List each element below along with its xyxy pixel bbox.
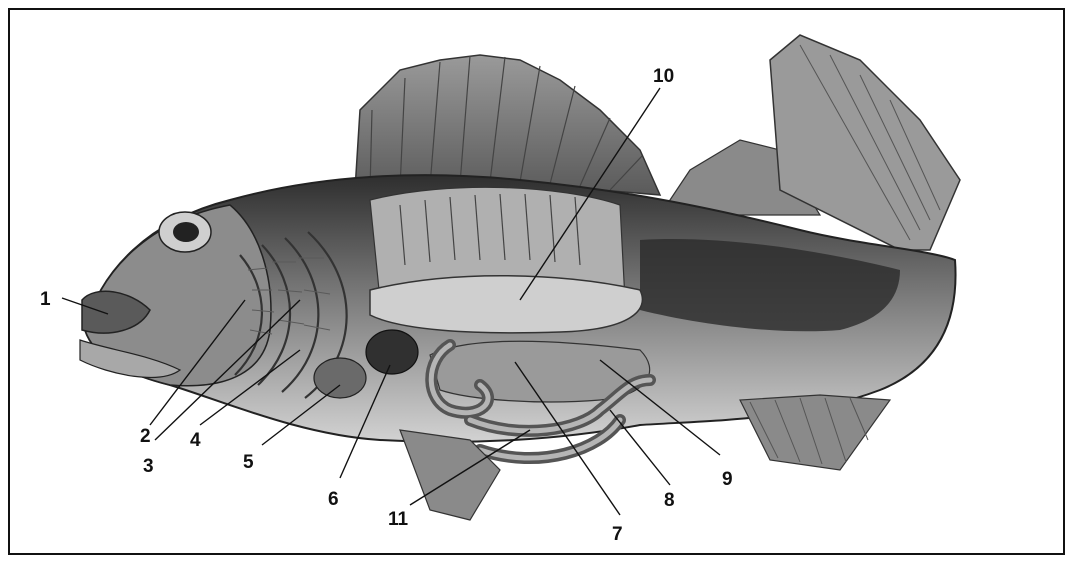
label-4: 4 xyxy=(190,430,201,451)
swim-bladder xyxy=(370,276,642,333)
eye-pupil xyxy=(173,222,199,242)
label-3: 3 xyxy=(143,456,154,477)
label-7: 7 xyxy=(612,524,623,545)
pelvic-fin xyxy=(400,430,500,520)
label-6: 6 xyxy=(328,489,339,510)
heart xyxy=(314,358,366,398)
label-9: 9 xyxy=(722,469,733,490)
label-10: 10 xyxy=(653,66,674,87)
label-1: 1 xyxy=(40,289,51,310)
liver xyxy=(366,330,418,374)
label-5: 5 xyxy=(243,452,254,473)
label-2: 2 xyxy=(140,426,151,447)
label-11: 11 xyxy=(388,509,409,530)
caudal-fin xyxy=(770,35,960,250)
label-8: 8 xyxy=(664,490,675,511)
anal-fin xyxy=(740,395,890,470)
